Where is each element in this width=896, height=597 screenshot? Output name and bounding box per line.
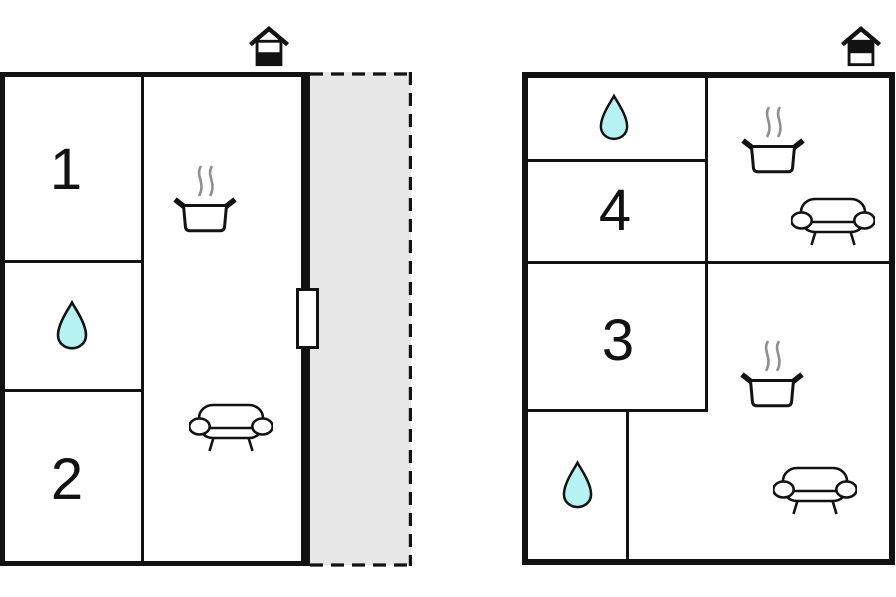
right-unit-wall-middle: [528, 261, 889, 264]
right-unit-outer-wall: [522, 72, 895, 565]
left-unit-interior-wall-vertical: [141, 77, 144, 561]
water-drop-icon: [56, 300, 88, 350]
sofa-icon: [773, 466, 857, 516]
terrace-area: [310, 72, 413, 567]
house-entrance-icon: [248, 26, 290, 68]
left-unit-wall-under-bathroom: [5, 389, 141, 392]
cooking-pot-icon: [740, 105, 806, 175]
left-unit-wall-under-room1: [5, 260, 141, 263]
right-unit-wall-bottom-bathroom: [626, 412, 629, 559]
left-unit-outer-wall: [0, 72, 310, 566]
right-unit-wall-under-top-bathroom: [528, 159, 708, 162]
right-unit-interior-wall-vertical: [705, 78, 708, 412]
cooking-pot-icon: [172, 164, 238, 234]
door-icon: [296, 288, 319, 349]
right-unit-wall-under-room3: [528, 409, 708, 412]
water-drop-icon: [599, 93, 629, 141]
terrace-fill: [310, 72, 411, 565]
house-entrance-icon: [840, 26, 882, 68]
sofa-icon: [189, 403, 273, 453]
water-drop-icon: [562, 459, 593, 510]
room-number-label: 4: [598, 178, 632, 243]
sofa-icon: [791, 197, 875, 247]
room-number-label: 3: [601, 308, 635, 373]
room-number-label: 2: [50, 447, 84, 512]
cooking-pot-icon: [739, 339, 805, 409]
room-number-label: 1: [49, 137, 83, 202]
